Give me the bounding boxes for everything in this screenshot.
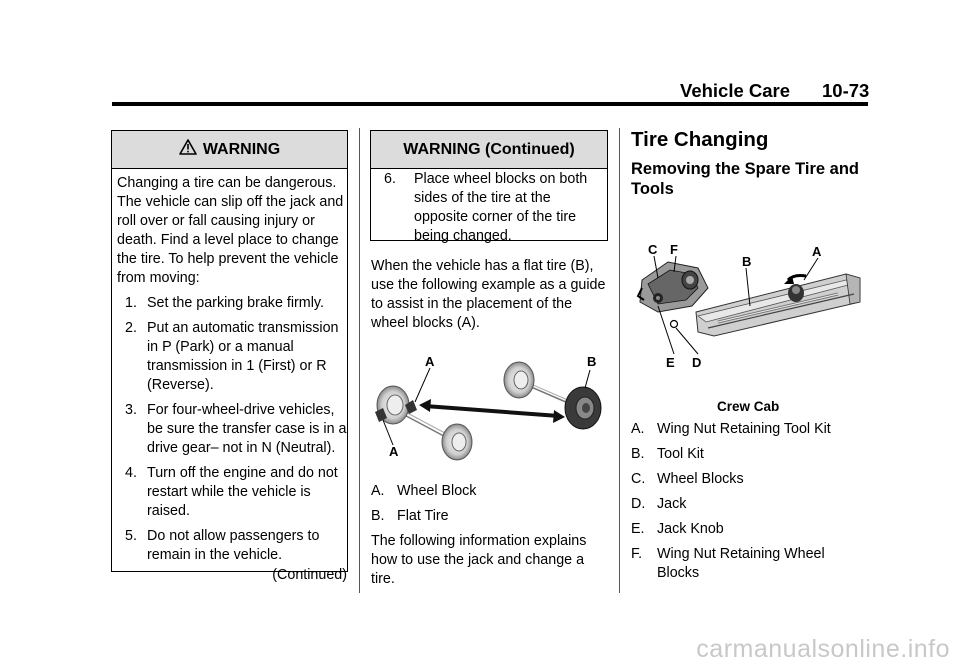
warning-continued-header: WARNING (Continued): [371, 131, 607, 169]
legend-text: Wing Nut Retaining Wheel Blocks: [657, 546, 825, 581]
tire-rear-right: [441, 423, 473, 461]
legend-key: E.: [631, 521, 645, 537]
legend-text: Jack: [657, 496, 687, 512]
legend-item: A. Wheel Block: [371, 482, 611, 501]
warning-box: WARNING: [111, 130, 348, 572]
legend-item: D. Jack: [631, 495, 866, 514]
spare-tire-tools-diagram: C F B A E D: [636, 242, 861, 370]
legend-key: C.: [631, 471, 646, 487]
legend-item: E. Jack Knob: [631, 520, 866, 539]
legend-text: Wing Nut Retaining Tool Kit: [657, 421, 831, 437]
wing-nut: [788, 284, 804, 302]
wheel-block-rear: [375, 408, 387, 422]
step-text: For four-wheel-drive vehicles, be sure t…: [147, 402, 347, 456]
label-f: F: [670, 242, 678, 257]
legend-text: Wheel Blocks: [657, 471, 744, 487]
step-text: Place wheel blocks on both sides of the …: [414, 171, 588, 244]
warning-continued-box: WARNING (Continued): [370, 130, 608, 241]
column-divider-1: [359, 128, 360, 593]
tools-legend: A. Wing Nut Retaining Tool Kit B. Tool Kit…: [631, 420, 866, 583]
watermark: carmanualsonline.info: [696, 635, 950, 663]
legend-key: A.: [371, 483, 385, 499]
legend-item: B. Flat Tire: [371, 507, 611, 526]
step-number: 4.: [125, 465, 137, 481]
legend-key: A.: [631, 421, 645, 437]
legend-item: F. Wing Nut Retaining Wheel Blocks: [631, 545, 866, 583]
warning-title: WARNING: [202, 140, 281, 158]
warning-box-header: WARNING: [112, 131, 347, 169]
warning-step-1: 1. Set the parking brake firmly.: [117, 294, 347, 313]
step-text: Put an automatic transmission in P (Park…: [147, 320, 339, 393]
legend-item: C. Wheel Blocks: [631, 470, 866, 489]
wheel-block-front: [405, 400, 417, 414]
step-text: Do not allow passengers to remain in the…: [147, 528, 320, 563]
step-number: 6.: [384, 171, 396, 187]
legend-item: B. Tool Kit: [631, 445, 866, 464]
legend-key: B.: [631, 446, 645, 462]
wheel-block-diagram: A B A: [375, 354, 602, 461]
warning-step-4: 4. Turn off the engine and do not restart…: [117, 464, 347, 521]
step-number: 5.: [125, 528, 137, 544]
double-arrow: [419, 399, 565, 423]
tool-kit-tray: [695, 273, 861, 337]
step-number: 3.: [125, 402, 137, 418]
warning-triangle-icon: [179, 139, 197, 160]
label-e: E: [666, 355, 675, 370]
label-c: C: [648, 242, 658, 257]
warning-step-3: 3. For four-wheel-drive vehicles, be sure…: [117, 401, 347, 458]
section-title: Vehicle Care: [680, 80, 791, 101]
legend-key: B.: [371, 508, 385, 524]
column-divider-2: [619, 128, 620, 593]
legend-key: D.: [631, 496, 646, 512]
legend-key: F.: [631, 546, 643, 562]
label-b: B: [742, 254, 751, 269]
header-rule: [112, 102, 868, 106]
tire-front-left: [503, 361, 535, 399]
flat-tire: [564, 386, 602, 430]
section-heading: Tire Changing: [631, 128, 769, 151]
warning-body: Changing a tire can be dangerous. The ve…: [117, 174, 347, 585]
figure-caption: Crew Cab: [717, 399, 780, 414]
legend-text: Jack Knob: [657, 521, 724, 537]
legend-text: Tool Kit: [657, 446, 704, 462]
label-b: B: [587, 354, 596, 369]
step-text: Turn off the engine and do not restart w…: [147, 465, 338, 519]
label-a-top: A: [425, 354, 435, 369]
continued-note: (Continued): [272, 567, 347, 583]
legend-item: A. Wing Nut Retaining Tool Kit: [631, 420, 866, 439]
subsection-heading: Removing the Spare Tire and Tools: [631, 160, 860, 198]
legend-text: Flat Tire: [397, 508, 449, 524]
legend-text: Wheel Block: [397, 483, 477, 499]
wheel-block-intro: When the vehicle has a flat tire (B), us…: [371, 258, 606, 331]
warning-continued-body: 6. Place wheel blocks on both sides of th…: [384, 170, 604, 246]
wheel-block-legend: A. Wheel Block B. Flat Tire The following …: [371, 482, 611, 589]
warning-step-6: 6. Place wheel blocks on both sides of th…: [384, 170, 604, 246]
warning-intro: Changing a tire can be dangerous. The ve…: [117, 175, 344, 286]
step-number: 1.: [125, 295, 137, 311]
label-a: A: [812, 244, 822, 259]
warning-step-2: 2. Put an automatic transmission in P (Pa…: [117, 319, 347, 395]
page-number: 10-73: [822, 80, 870, 101]
rotation-arrow: [784, 274, 807, 284]
warning-step-5: 5. Do not allow passengers to remain in t…: [117, 527, 347, 565]
step-number: 2.: [125, 320, 137, 336]
label-d: D: [692, 355, 701, 370]
label-a-bottom: A: [389, 444, 399, 459]
step-text: Set the parking brake firmly.: [147, 295, 324, 311]
jack-intro: The following information explains how t…: [371, 533, 587, 587]
